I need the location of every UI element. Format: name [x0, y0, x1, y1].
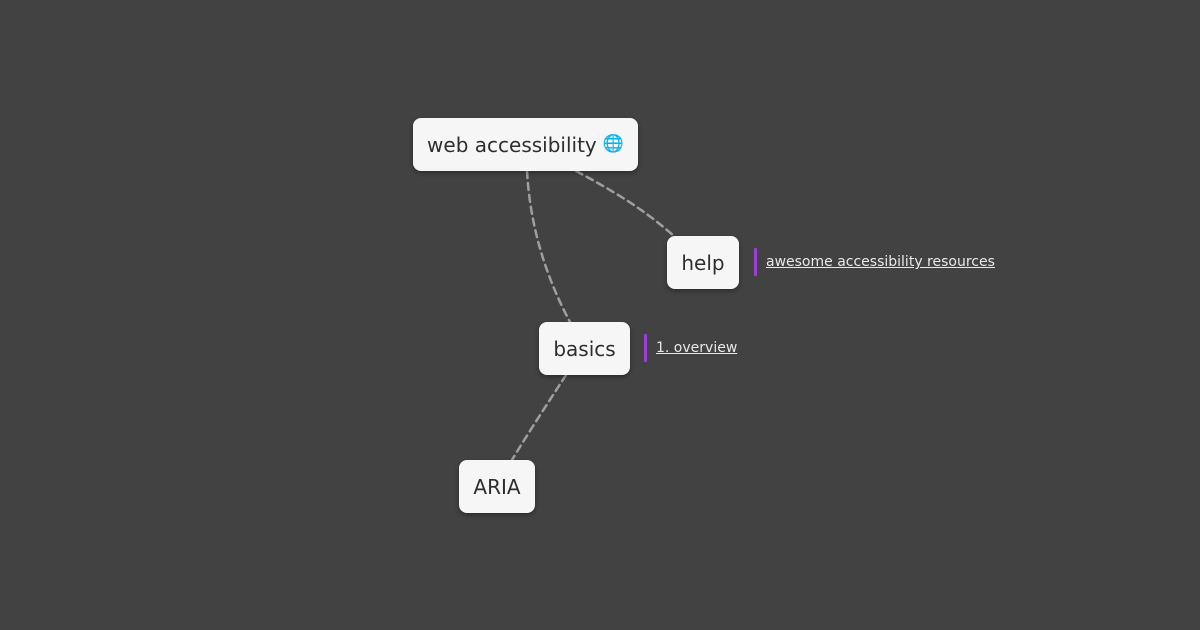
edge-basics-aria — [510, 373, 568, 462]
awesome-accessibility-resources-link[interactable]: awesome accessibility resources — [766, 254, 995, 270]
overview-link[interactable]: 1. overview — [656, 340, 738, 356]
edge-root-basics — [525, 169, 572, 324]
note-accent-bar — [754, 248, 757, 276]
basics-note: 1. overview — [644, 334, 737, 362]
node-basics-label: basics — [553, 336, 616, 361]
node-web-accessibility-label: web accessibility — [427, 132, 597, 157]
edge-root-help — [574, 169, 677, 239]
globe-icon: 🌐 — [602, 134, 624, 154]
node-aria-label: ARIA — [473, 474, 521, 499]
node-web-accessibility[interactable]: web accessibility 🌐 — [413, 118, 638, 171]
node-aria[interactable]: ARIA — [459, 460, 535, 513]
help-note: awesome accessibility resources — [754, 248, 995, 276]
note-accent-bar — [644, 334, 647, 362]
node-basics[interactable]: basics — [539, 322, 630, 375]
node-help[interactable]: help — [667, 236, 739, 289]
node-help-label: help — [681, 250, 725, 275]
